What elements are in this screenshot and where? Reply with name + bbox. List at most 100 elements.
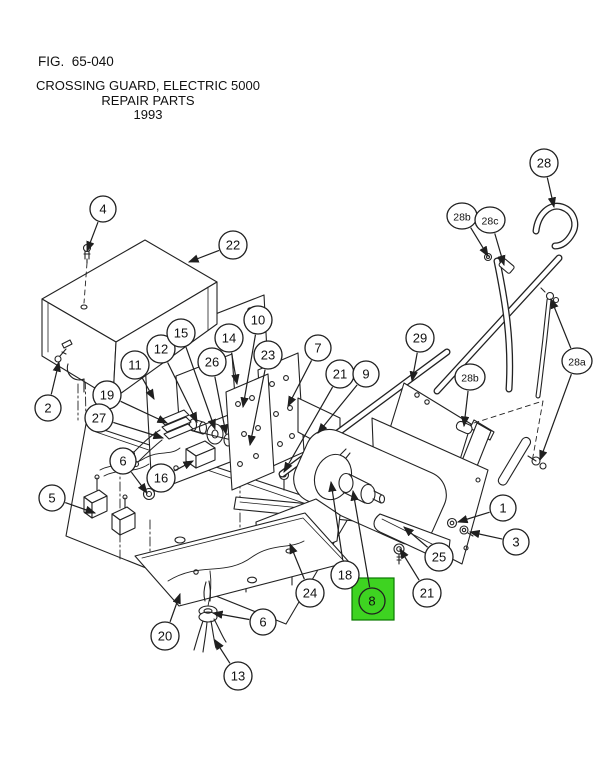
callout-label-16: 16 <box>154 471 168 486</box>
callout-21[interactable]: 21 <box>283 359 355 474</box>
title-block: FIG. 65-040 CROSSING GUARD, ELECTRIC 500… <box>36 54 260 122</box>
callout-label-6: 6 <box>119 454 126 469</box>
callout-label-14: 14 <box>222 331 236 346</box>
callout-balloon-14[interactable] <box>214 323 244 353</box>
callout-balloon-7[interactable] <box>304 334 332 362</box>
callout-label-6: 6 <box>259 615 266 630</box>
callout-6[interactable]: 6 <box>109 447 148 494</box>
callout-balloon-18[interactable] <box>330 560 360 590</box>
callout-label-11: 11 <box>128 358 142 373</box>
callout-balloon-3[interactable] <box>502 528 530 556</box>
callout-4[interactable]: 4 <box>86 195 117 253</box>
callout-balloon-29[interactable] <box>405 323 435 353</box>
callout-28a[interactable]: 28a <box>539 297 593 462</box>
callout-14[interactable]: 14 <box>214 323 244 386</box>
callout-balloon-24[interactable] <box>295 578 325 608</box>
callout-label-12: 12 <box>154 342 168 357</box>
callout-balloon-28c[interactable] <box>474 206 506 234</box>
harness-plate-art <box>134 512 350 653</box>
callout-25[interactable]: 25 <box>403 526 454 572</box>
callout-balloon-23[interactable] <box>253 340 283 370</box>
callout-28b[interactable]: 28b <box>454 363 486 428</box>
callout-balloon-10[interactable] <box>243 305 273 335</box>
callout-balloon-5[interactable] <box>38 484 66 512</box>
callout-balloon-15[interactable] <box>166 318 196 348</box>
callout-10[interactable]: 10 <box>240 305 273 409</box>
callout-label-4: 4 <box>99 202 106 217</box>
motor-art <box>293 428 447 546</box>
callout-6[interactable]: 6 <box>211 608 277 636</box>
figure-subtitle: REPAIR PARTS <box>101 93 195 108</box>
callout-balloon-1[interactable] <box>489 494 517 522</box>
callout-balloon-6[interactable] <box>109 447 137 475</box>
callout-27[interactable]: 27 <box>84 403 165 440</box>
callout-balloon-28a[interactable] <box>561 347 593 375</box>
callout-label-18: 18 <box>338 568 352 583</box>
callout-balloon-2[interactable] <box>34 394 62 422</box>
callout-28[interactable]: 28 <box>529 148 559 209</box>
callout-label-25: 25 <box>432 550 446 565</box>
callout-balloon-13[interactable] <box>223 661 253 691</box>
callout-15[interactable]: 15 <box>166 318 216 431</box>
callout-16[interactable]: 16 <box>146 460 195 493</box>
callout-12[interactable]: 12 <box>146 334 198 424</box>
callout-9[interactable]: 9 <box>317 360 380 434</box>
callout-balloon-20[interactable] <box>150 621 180 651</box>
callout-26[interactable]: 26 <box>197 347 229 436</box>
gate-arm-art <box>433 202 579 399</box>
figure-title: CROSSING GUARD, ELECTRIC 5000 <box>36 78 260 93</box>
callout-21[interactable]: 21 <box>399 547 442 608</box>
callout-balloon-12[interactable] <box>146 334 176 364</box>
callout-28c[interactable]: 28c <box>474 206 506 267</box>
callout-7[interactable]: 7 <box>287 334 332 408</box>
callout-18[interactable]: 18 <box>328 480 360 590</box>
callout-5[interactable]: 5 <box>38 484 97 514</box>
callout-label-28a: 28a <box>568 357 586 369</box>
callout-label-28c: 28c <box>482 216 499 228</box>
callout-29[interactable]: 29 <box>405 323 435 383</box>
callout-label-29: 29 <box>413 331 427 346</box>
callout-balloon-21[interactable] <box>412 578 442 608</box>
callout-13[interactable]: 13 <box>214 638 253 691</box>
callout-label-28b: 28b <box>453 212 471 224</box>
callout-23[interactable]: 23 <box>247 340 283 447</box>
callout-balloon-22[interactable] <box>218 230 248 260</box>
callout-balloon-27[interactable] <box>84 403 114 433</box>
callout-balloon-6[interactable] <box>249 608 277 636</box>
callout-balloon-16[interactable] <box>146 463 176 493</box>
callout-balloon-9[interactable] <box>352 360 380 388</box>
callout-label-13: 13 <box>231 669 245 684</box>
callout-3[interactable]: 3 <box>468 528 530 556</box>
callout-label-27: 27 <box>92 411 106 426</box>
callout-balloon-28[interactable] <box>529 148 559 178</box>
callout-label-21: 21 <box>333 367 347 382</box>
callout-balloon-11[interactable] <box>120 350 150 380</box>
callout-balloon-28b[interactable] <box>454 363 486 391</box>
callout-label-7: 7 <box>314 341 321 356</box>
callout-label-21: 21 <box>420 586 434 601</box>
callout-balloon-25[interactable] <box>424 542 454 572</box>
callout-label-9: 9 <box>362 367 369 382</box>
callout-11[interactable]: 11 <box>120 350 155 401</box>
callout-8[interactable]: 8 <box>350 489 386 615</box>
callout-label-20: 20 <box>158 629 172 644</box>
callout-label-1: 1 <box>499 501 506 516</box>
callout-label-15: 15 <box>174 326 188 341</box>
callout-label-8: 8 <box>368 594 375 609</box>
callout-balloon-26[interactable] <box>197 347 227 377</box>
callout-20[interactable]: 20 <box>150 592 181 651</box>
callout-2[interactable]: 2 <box>34 360 62 422</box>
callout-label-5: 5 <box>48 491 55 506</box>
callout-24[interactable]: 24 <box>289 542 325 608</box>
callout-22[interactable]: 22 <box>187 230 248 263</box>
callout-1[interactable]: 1 <box>456 494 517 524</box>
callout-label-10: 10 <box>251 313 265 328</box>
callout-label-3: 3 <box>512 535 519 550</box>
callout-label-19: 19 <box>100 388 114 403</box>
callout-balloon-8[interactable] <box>358 587 386 615</box>
callout-label-22: 22 <box>226 238 240 253</box>
callout-balloon-4[interactable] <box>89 195 117 223</box>
